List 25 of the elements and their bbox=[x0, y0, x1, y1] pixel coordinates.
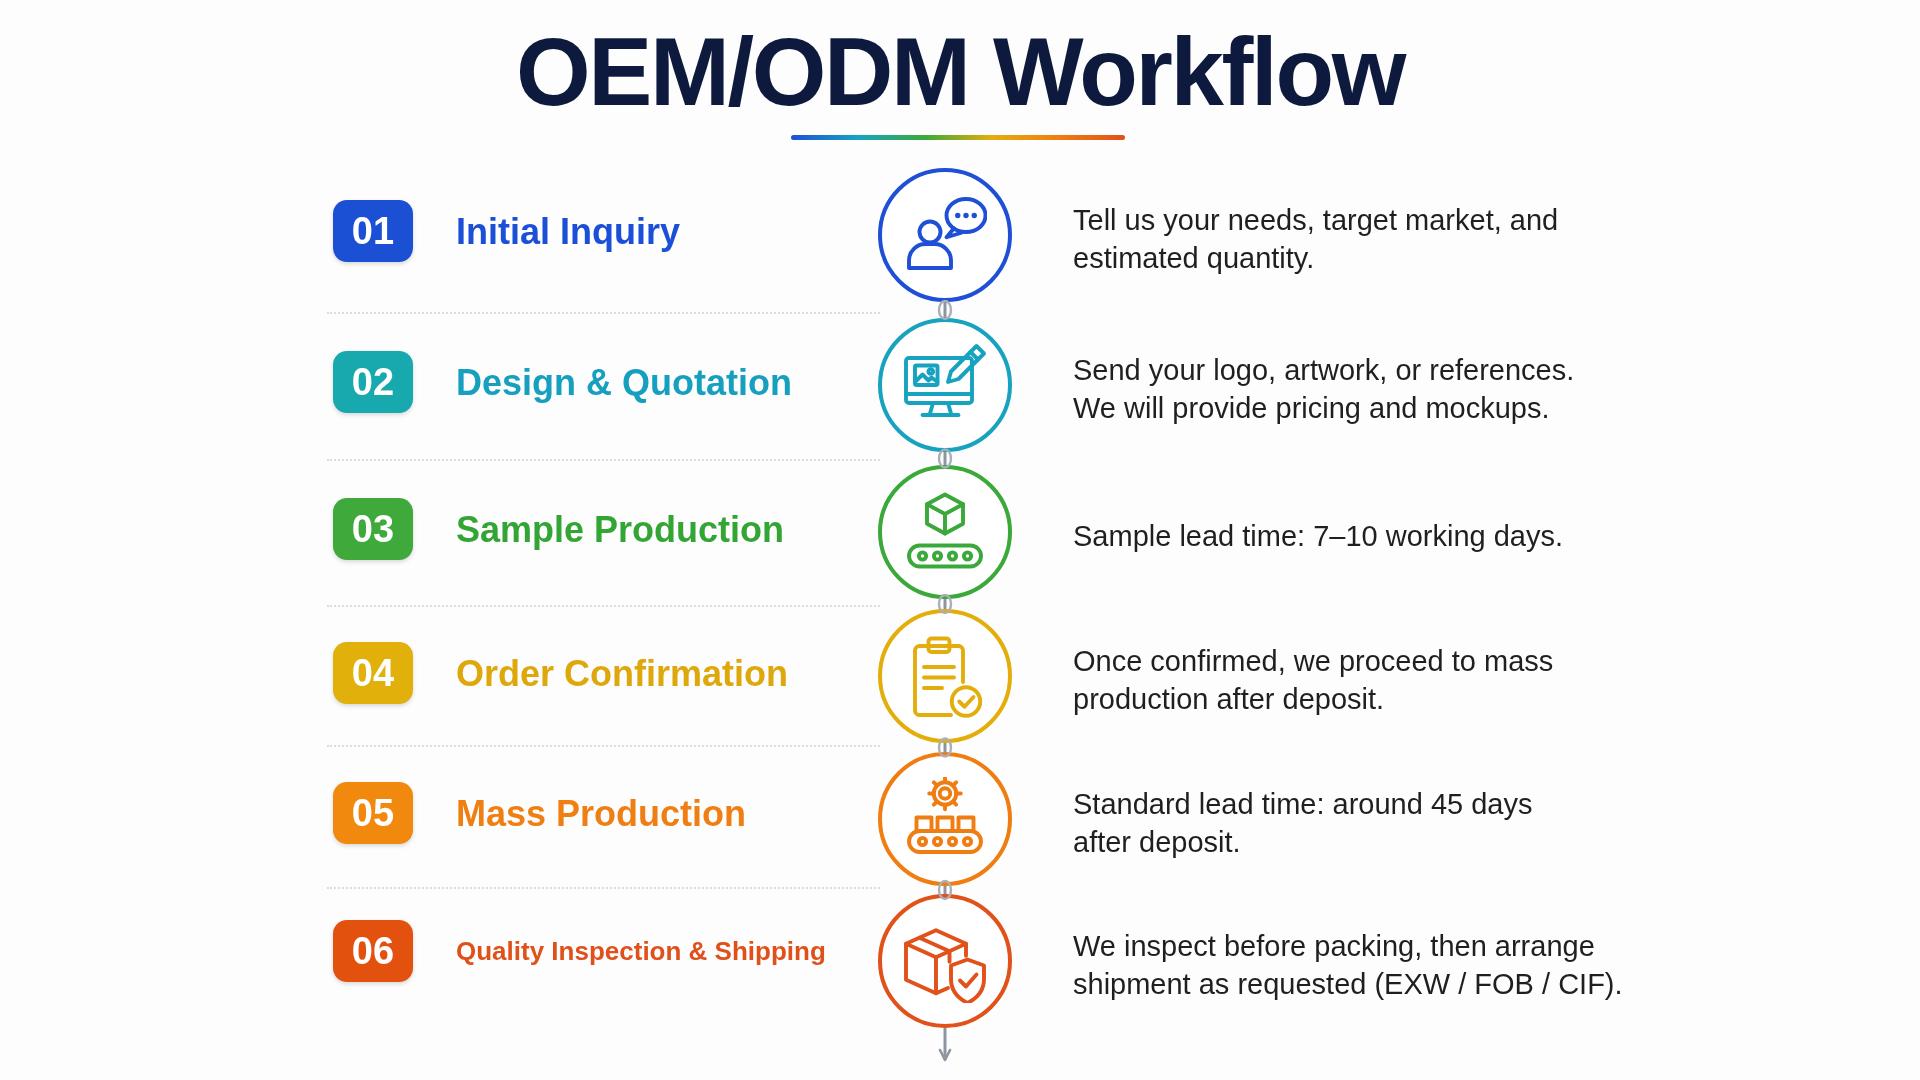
step-number-badge: 05 bbox=[333, 782, 413, 844]
step-description: Sample lead time: 7–10 working days. bbox=[1073, 519, 1565, 554]
step-title: Initial Inquiry bbox=[456, 209, 680, 254]
connector-line bbox=[943, 886, 947, 894]
step-number-badge: 01 bbox=[333, 200, 413, 262]
step-number-badge: 04 bbox=[333, 642, 413, 704]
step-number-badge: 06 bbox=[333, 920, 413, 982]
connector-line bbox=[943, 302, 947, 318]
connector-line bbox=[943, 743, 947, 752]
connector-line bbox=[943, 452, 947, 465]
arrow bbox=[938, 1028, 952, 1062]
step-title: Quality Inspection & Shipping bbox=[456, 934, 826, 968]
step-title: Design & Quotation bbox=[456, 360, 792, 405]
step-description: Once confirmed, we proceed to mass production after deposit. bbox=[1073, 644, 1555, 717]
step-number-badge: 02 bbox=[333, 351, 413, 413]
step-description: Send your logo, artwork, or references. We will provide pricing and mockups. bbox=[1073, 353, 1576, 426]
connector-line bbox=[943, 599, 947, 609]
step-title: Sample Production bbox=[456, 507, 785, 552]
step-number-badge: 03 bbox=[333, 498, 413, 560]
step-title: Order Confirmation bbox=[456, 651, 788, 696]
step-description: Tell us your needs, target market, and estimated quantity. bbox=[1073, 203, 1560, 276]
step-description: We inspect before packing, then arrange shipment as requested (EXW / FOB / CIF). bbox=[1073, 929, 1624, 1002]
step-description: Standard lead time: around 45 days after deposit. bbox=[1073, 787, 1534, 860]
step-title: Mass Production bbox=[456, 791, 747, 836]
page-title: OEM/ODM Workflow bbox=[516, 24, 1404, 120]
